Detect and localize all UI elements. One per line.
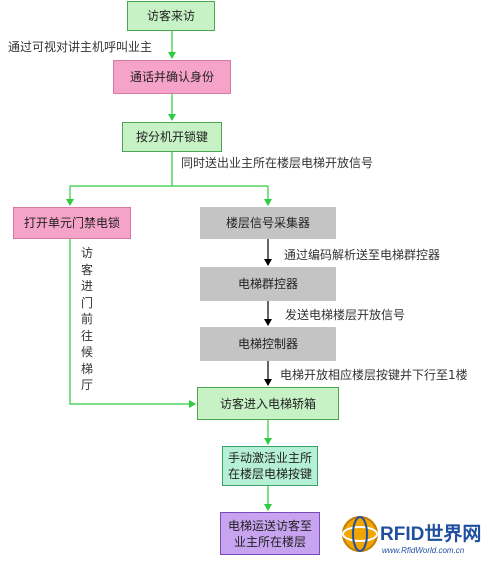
- label-send-floor-signal: 发送电梯楼层开放信号: [285, 308, 406, 322]
- label-walk-to-lobby: 访客进门前往候梯厅: [80, 246, 93, 392]
- node-elevator-group-controller: 电梯群控器: [200, 267, 336, 301]
- logo-text: RFID世界网: [380, 523, 481, 545]
- label-send-signal: 同时送出业主所在楼层电梯开放信号: [181, 156, 374, 170]
- node-enter-elevator-car: 访客进入电梯轿箱: [197, 387, 339, 420]
- node-deliver-visitor: 电梯运送访客至业主所在楼层: [220, 512, 320, 555]
- node-activate-floor-button: 手动激活业主所在楼层电梯按键: [222, 446, 318, 486]
- arrow-open-door-to-enter-car: [69, 239, 196, 408]
- node-visitor: 访客来访: [127, 1, 215, 31]
- node-open-door-lock: 打开单元门禁电锁: [13, 207, 131, 239]
- node-press-unlock-key: 按分机开锁键: [122, 122, 222, 152]
- label-open-floor-button: 电梯开放相应楼层按键并下行至1楼: [280, 368, 468, 382]
- logo-url: www.RfidWorld.com.cn: [382, 546, 465, 555]
- node-confirm-identity: 通话并确认身份: [113, 60, 231, 94]
- node-elevator-controller: 电梯控制器: [200, 327, 336, 361]
- logo-globe-icon: [342, 516, 378, 552]
- rfidworld-logo: RFID世界网 www.RfidWorld.com.cn: [342, 516, 481, 555]
- label-decode: 通过编码解析送至电梯群控器: [284, 248, 441, 262]
- node-floor-signal-collector: 楼层信号采集器: [200, 207, 336, 239]
- label-call-owner: 通过可视对讲主机呼叫业主: [8, 40, 153, 54]
